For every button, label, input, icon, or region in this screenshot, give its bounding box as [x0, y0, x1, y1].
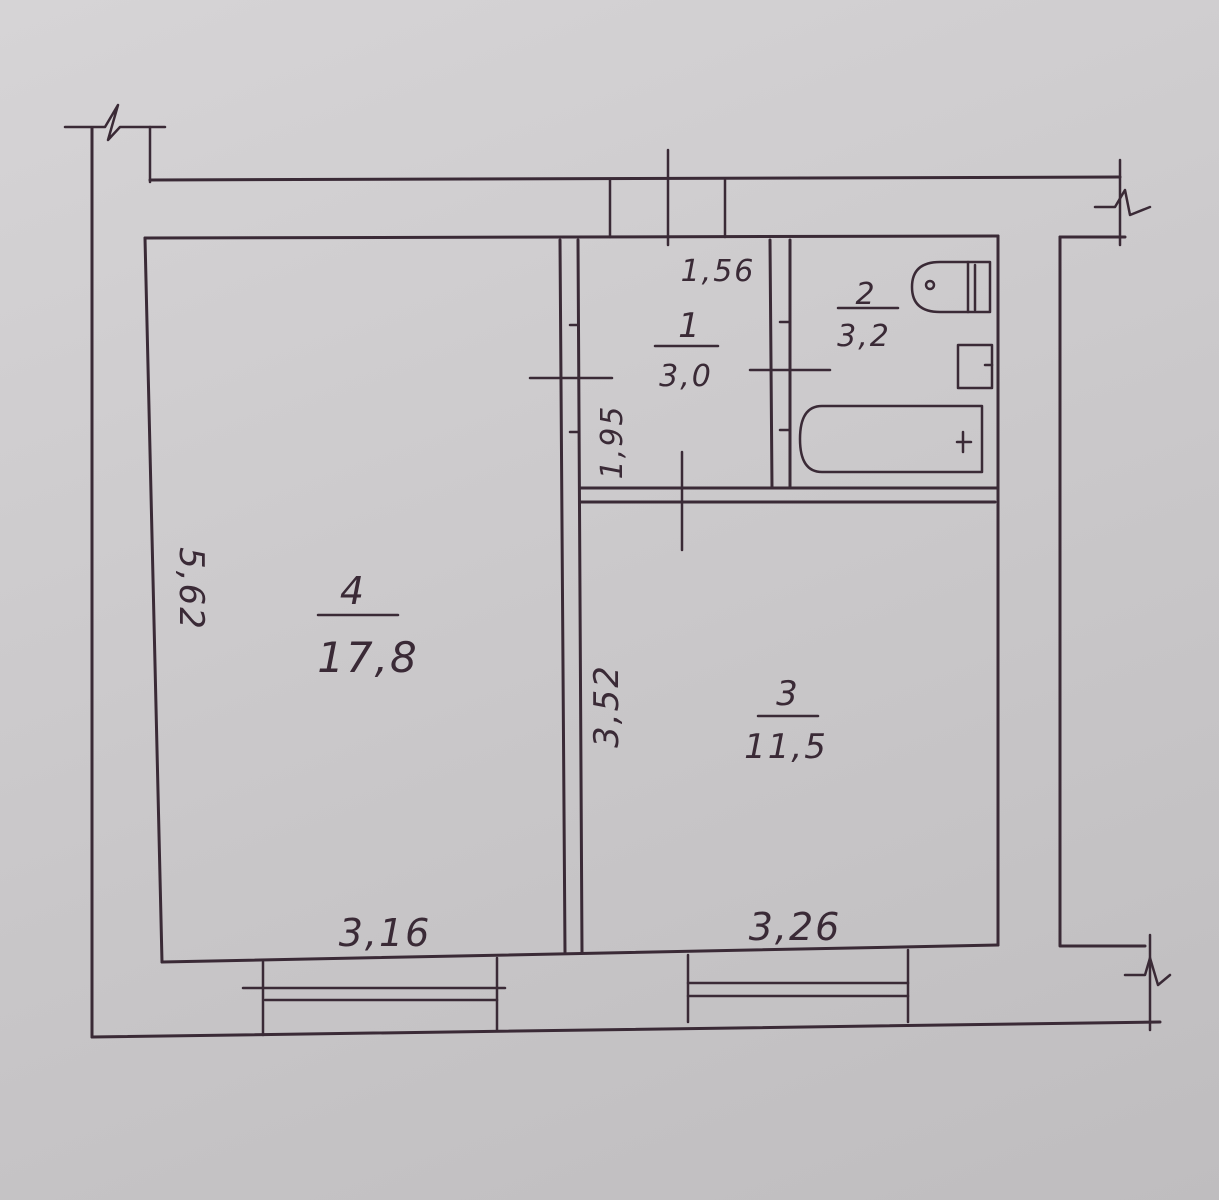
room-label-4: 4 17,8: [316, 569, 419, 682]
room-4-area: 17,8: [317, 633, 419, 682]
dimension-room3-width: 3,26: [749, 905, 842, 949]
dimension-corridor-width: 1,56: [681, 254, 756, 289]
room-label-3: 3 11,5: [744, 674, 828, 767]
dimension-room4-width: 3,16: [339, 911, 432, 955]
dimension-room4-depth: 5,62: [171, 547, 211, 631]
room-2-area: 3,2: [837, 319, 891, 354]
break-mark-top-left: [63, 103, 167, 142]
room4-left-wall: [143, 236, 164, 964]
top-inner-wall: [143, 234, 1000, 240]
break-marks: [63, 103, 1172, 1032]
room-label-1: 1 3,0: [653, 306, 720, 394]
door-marks: [528, 320, 832, 552]
room-labels: 1 3,0 2 3,2 3 11,5 4 17,8: [316, 277, 900, 767]
bottom-inner-wall: [160, 943, 1000, 964]
room-3-number: 3: [776, 674, 800, 714]
entrance-door: [608, 148, 727, 247]
interior-walls: [143, 234, 1000, 964]
bathtub-icon: [798, 404, 984, 474]
room-1-area: 3,0: [659, 359, 713, 394]
sink-icon: [956, 343, 994, 390]
windows: [241, 948, 910, 1037]
room-4-number: 4: [340, 569, 366, 613]
bottom-outer-wall: [90, 1020, 1162, 1039]
window-room3: [686, 948, 910, 1024]
break-mark-top-right: [1093, 188, 1152, 217]
room-label-2: 2 3,2: [836, 277, 900, 354]
right-wall-recess: [1058, 235, 1147, 948]
dimension-labels: 1,56 1,95 5,62 3,52 3,16 3,26: [171, 254, 842, 955]
top-outer-wall: [148, 175, 1122, 182]
partition-left: [558, 238, 567, 954]
room-1-number: 1: [678, 306, 702, 346]
window-room4: [241, 956, 507, 1037]
dimension-corridor-length: 1,95: [595, 405, 630, 480]
break-mark-bottom-right: [1123, 956, 1172, 987]
toilet-icon: [910, 260, 992, 314]
room-3-area: 11,5: [744, 727, 828, 767]
dimension-room3-depth: 3,52: [587, 664, 627, 748]
fixtures: [798, 260, 994, 474]
bath-partition-left: [768, 238, 774, 490]
room-2-number: 2: [855, 277, 876, 312]
partition-right: [576, 238, 584, 954]
outer-walls: [90, 126, 1162, 1039]
